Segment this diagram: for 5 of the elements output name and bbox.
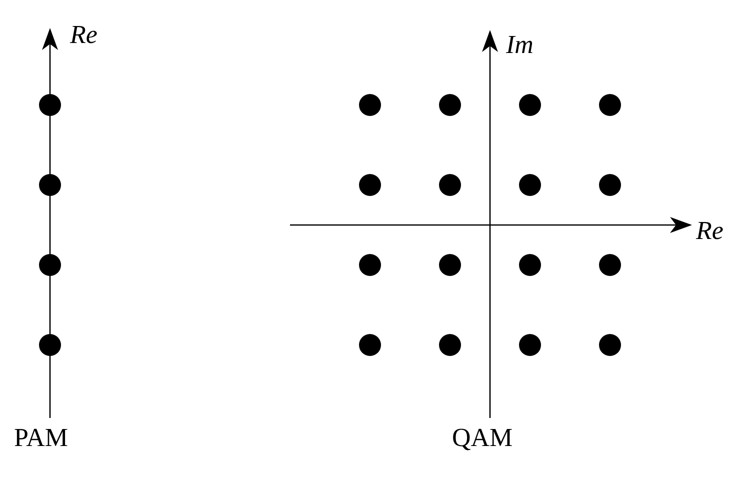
axis-label: Re [70,20,98,50]
axis-label: Im [506,30,534,60]
modulation-label: QAM [452,423,513,453]
modulation-label: PAM [14,423,68,453]
axis-label: Re [696,216,724,246]
